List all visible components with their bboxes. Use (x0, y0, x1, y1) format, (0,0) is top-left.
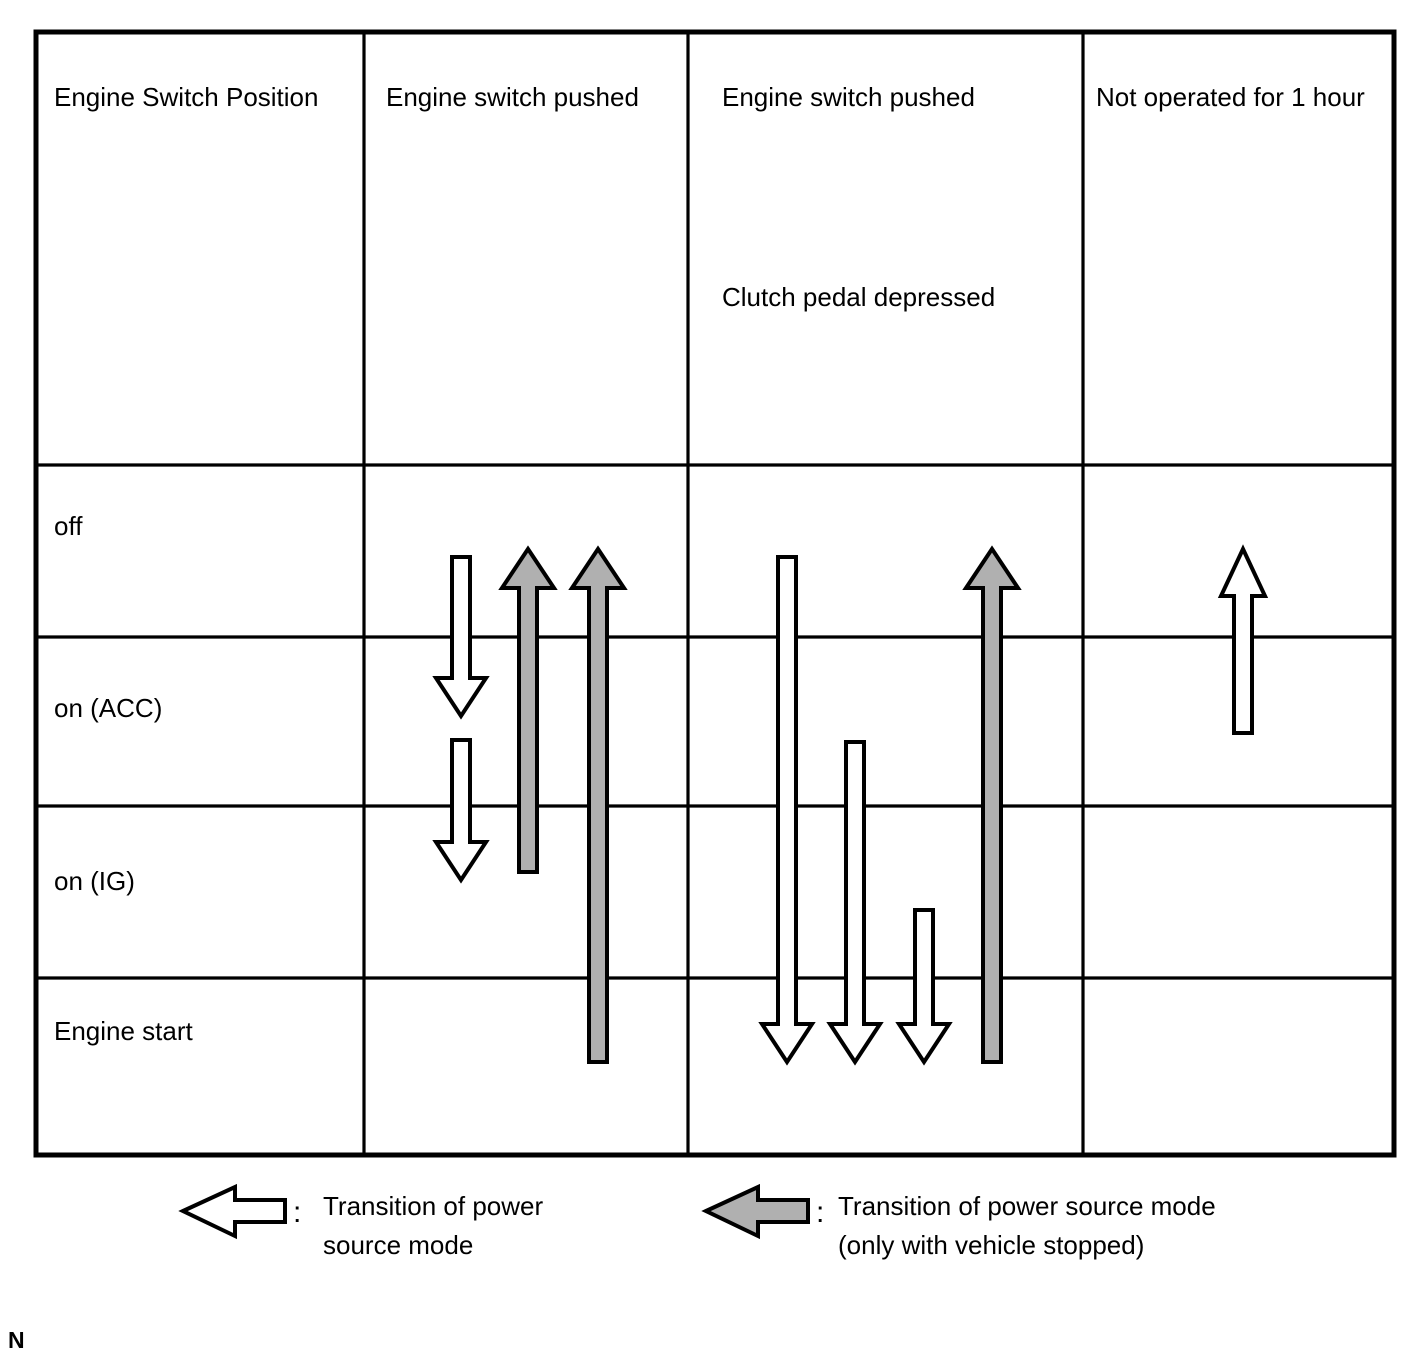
row-label-ig: on (IG) (54, 866, 135, 896)
header-cell-2: Engine switch pushed (722, 82, 975, 112)
legend-item-1: : Transition of power source mode (only … (701, 1183, 1216, 1260)
legend-label-1-line2: (only with vehicle stopped) (838, 1230, 1144, 1260)
arrow-off-to-engine-start (758, 555, 816, 1066)
arrow-ig-to-engine-start (895, 908, 953, 1066)
column-2-arrows (432, 545, 628, 1064)
header-cell-2-sub: Clutch pedal depressed (722, 282, 995, 312)
arrow-acc-to-engine-start (826, 740, 884, 1066)
legend-separator-0: : (293, 1196, 301, 1229)
arrow-engine-start-to-off-gray-col3 (962, 545, 1022, 1064)
header-cell-1: Engine switch pushed (386, 82, 639, 112)
arrow-acc-to-off-timeout (1217, 544, 1269, 735)
legend-arrow-gray-icon (701, 1183, 810, 1240)
column-3-arrows (758, 545, 1022, 1066)
row-label-acc: on (ACC) (54, 693, 162, 723)
arrow-off-to-acc (432, 555, 490, 720)
legend-item-0: : Transition of power source mode (178, 1183, 543, 1260)
column-4-arrows (1217, 544, 1269, 735)
legend-separator-1: : (816, 1196, 824, 1229)
header-cell-0: Engine Switch Position (54, 82, 318, 112)
arrow-ig-to-off-gray (498, 545, 558, 874)
legend-arrow-white-icon (178, 1183, 287, 1240)
arrow-acc-to-ig (432, 738, 490, 884)
legend-label-0-line2: source mode (323, 1230, 473, 1260)
table-header-row: Engine Switch Position Engine switch pus… (54, 82, 1365, 312)
row-label-engine-start: Engine start (54, 1016, 194, 1046)
legend: : Transition of power source mode : Tran… (178, 1183, 1216, 1260)
header-cell-3: Not operated for 1 hour (1096, 82, 1365, 112)
table-grid (33, 29, 1397, 1158)
legend-label-1-line1: Transition of power source mode (838, 1191, 1216, 1221)
table-row-labels: off on (ACC) on (IG) Engine start (54, 511, 194, 1046)
corner-mark-label: N (8, 1327, 25, 1353)
row-label-off: off (54, 511, 83, 541)
arrow-engine-start-to-off-gray (568, 545, 628, 1064)
table-outer-border (33, 29, 1397, 1158)
legend-label-0-line1: Transition of power (323, 1191, 543, 1221)
